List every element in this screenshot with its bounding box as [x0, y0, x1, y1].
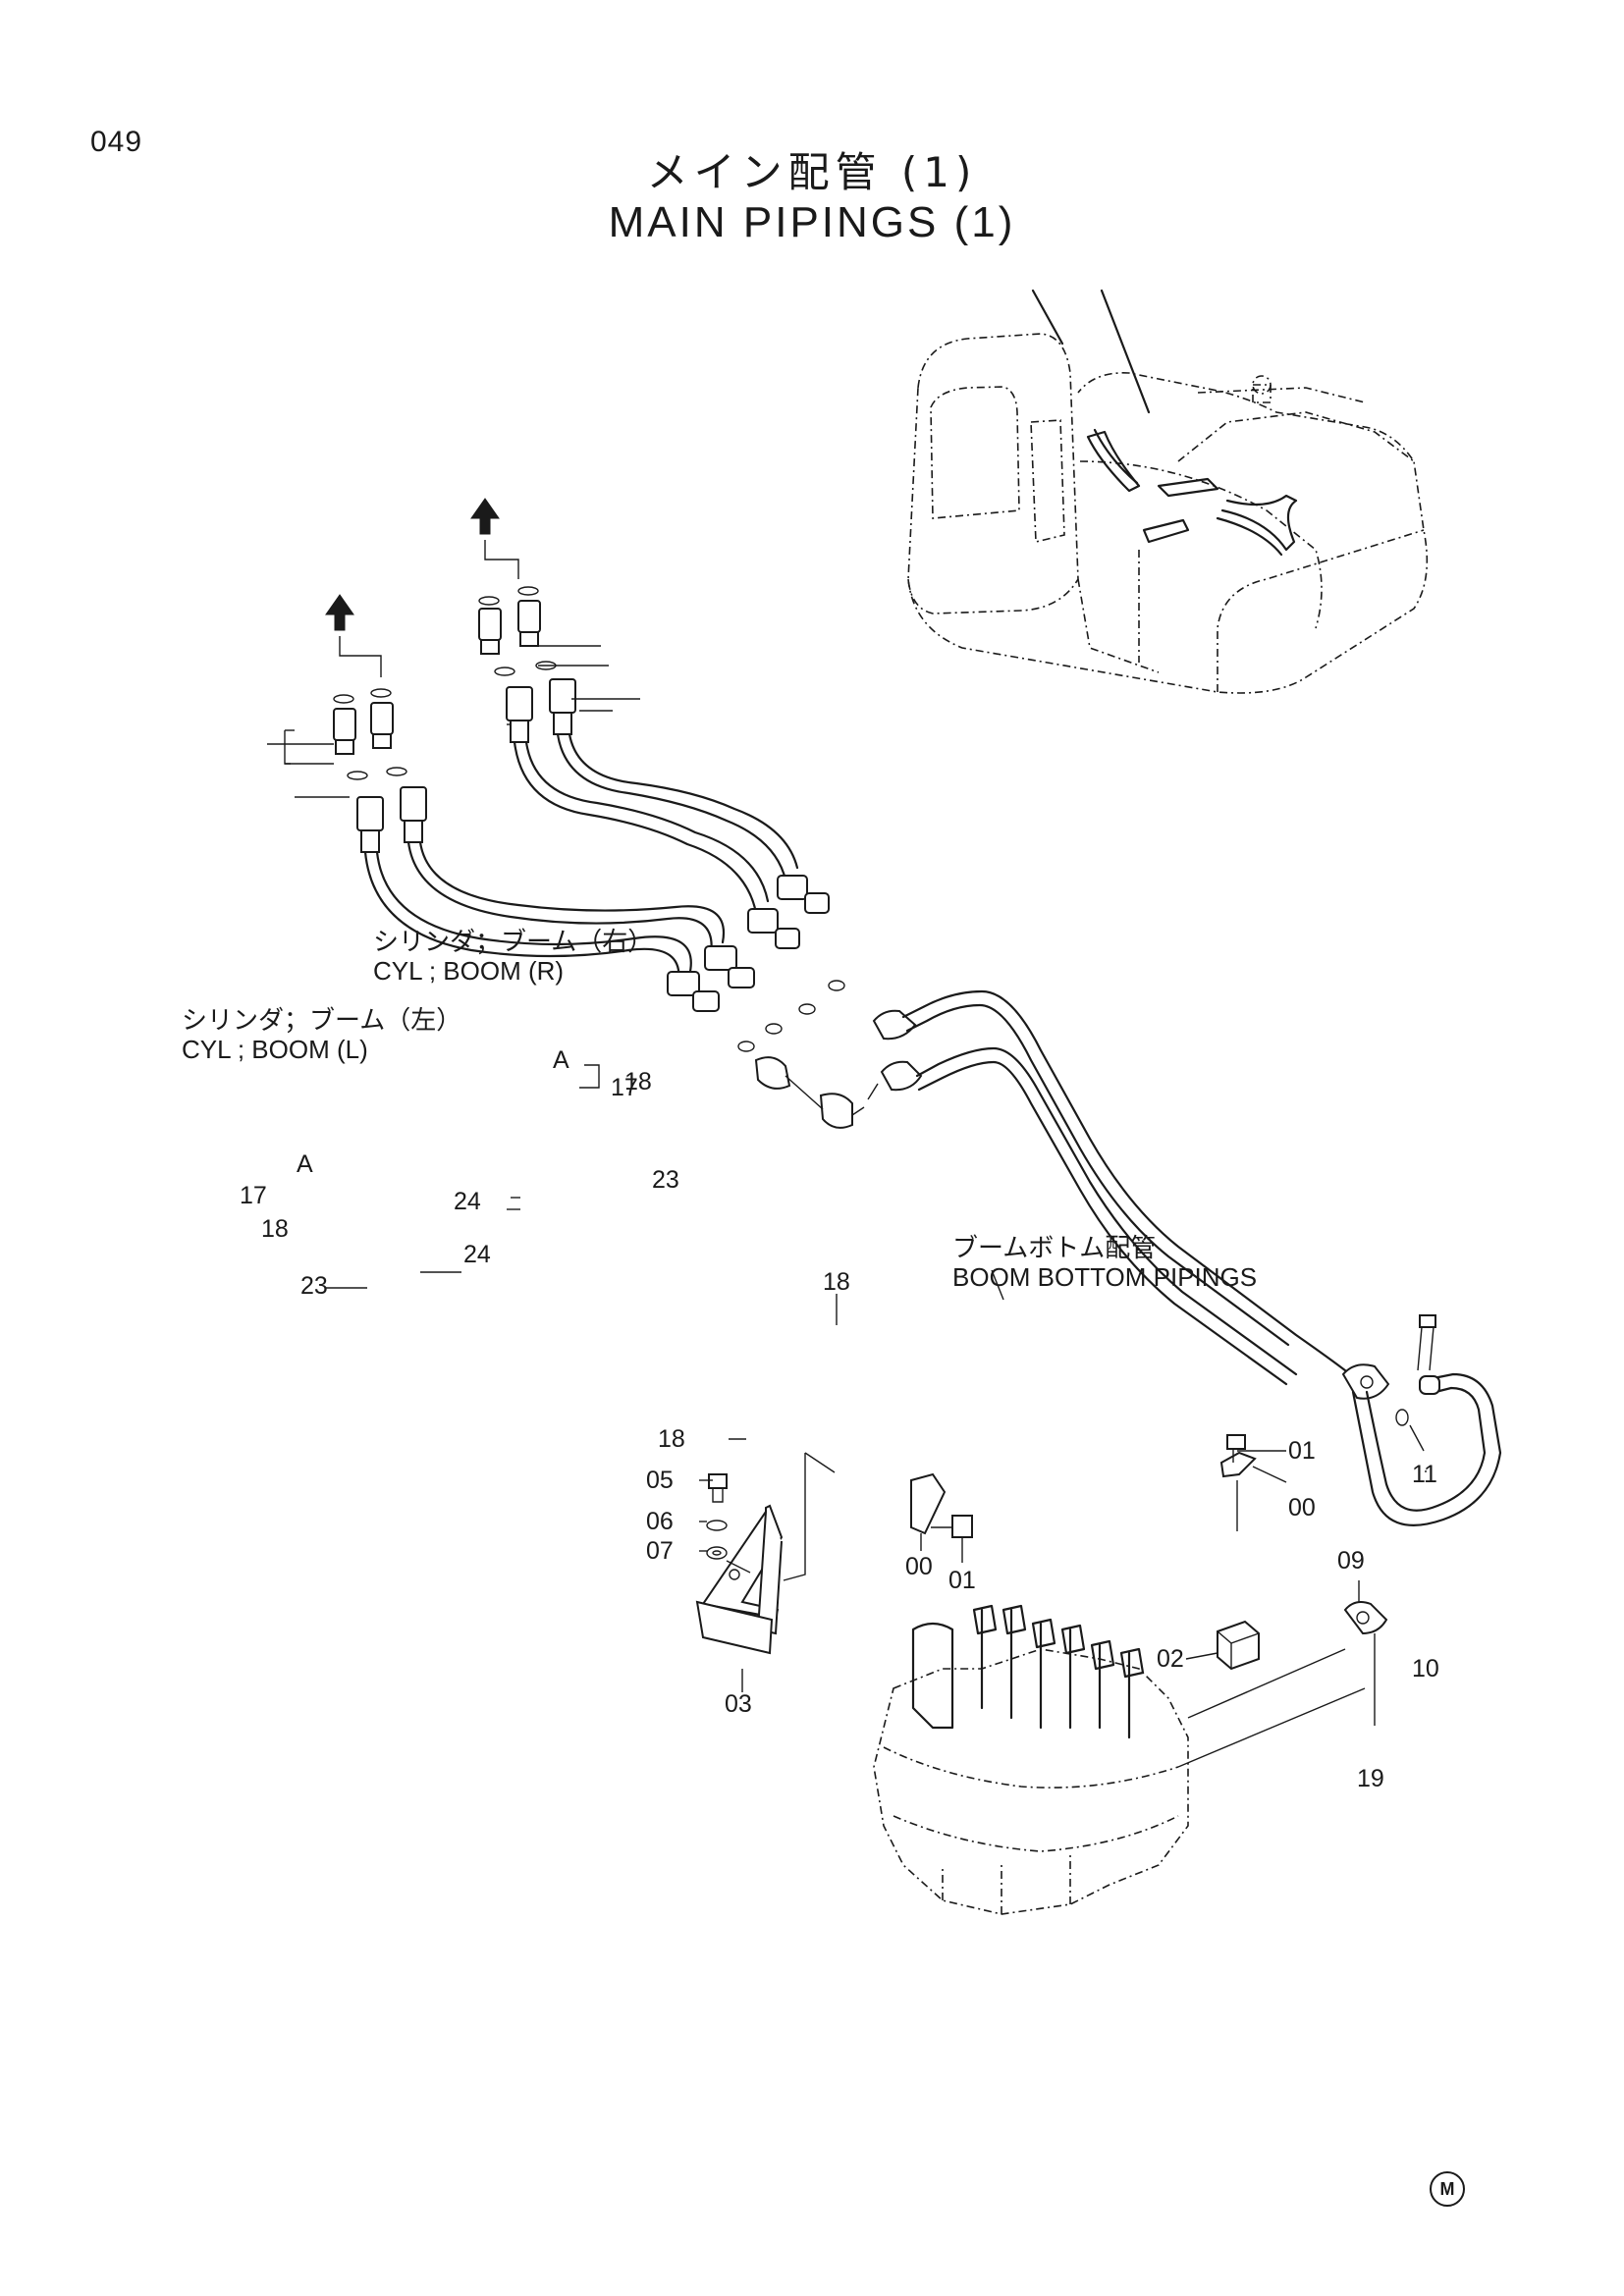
part-number-18-middle: 18: [823, 1268, 850, 1296]
part-number-05: 05: [646, 1467, 674, 1494]
part-number-18-right: 18: [624, 1068, 652, 1095]
page-title-english: MAIN PIPINGS (1): [608, 198, 1016, 246]
part-number-02: 02: [1157, 1645, 1184, 1673]
view-label-a-left: A: [297, 1150, 313, 1178]
callout-boom-l-en: CYL ; BOOM (L): [182, 1035, 368, 1064]
part-number-00-right: 00: [1288, 1494, 1316, 1522]
callout-boom-l: シリンダ；ブーム（左） CYL ; BOOM (L): [182, 1005, 461, 1064]
excavator-overview-illustration: [907, 289, 1429, 694]
part-number-00-left: 00: [905, 1553, 933, 1580]
part-number-23-right: 23: [652, 1166, 679, 1194]
callout-boom-bottom: ブームボトム配管 BOOM BOTTOM PIPINGS: [952, 1233, 1257, 1292]
control-valve-block: [873, 1604, 1366, 1915]
callout-boom-bottom-jp: ブームボトム配管: [952, 1233, 1157, 1262]
page-title-japanese: メイン配管 (1): [646, 148, 978, 196]
callout-boom-bottom-en: BOOM BOTTOM PIPINGS: [952, 1262, 1258, 1292]
part-number-24-left: 24: [463, 1241, 491, 1268]
callout-boom-l-jp: シリンダ；ブーム（左）: [182, 1005, 462, 1035]
part-number-03: 03: [725, 1690, 752, 1718]
part-number-09: 09: [1337, 1547, 1365, 1575]
part-number-01-left: 01: [948, 1567, 976, 1594]
part-number-01-right: 01: [1288, 1437, 1316, 1465]
part-number-10: 10: [1412, 1655, 1439, 1682]
callout-boom-r: シリンダ；ブーム（右） CYL ; BOOM (R): [373, 927, 653, 986]
callout-boom-r-en: CYL ; BOOM (R): [373, 956, 565, 986]
maker-mark: M: [1430, 2171, 1465, 2207]
part-number-23-left: 23: [300, 1272, 328, 1300]
part-number-17-left: 17: [240, 1182, 267, 1209]
part-number-11: 11: [1412, 1461, 1437, 1488]
part-number-18-lower: 18: [658, 1425, 685, 1453]
boom-r-hose-assembly: [470, 498, 830, 1089]
part-number-07: 07: [646, 1537, 674, 1565]
bracket-and-fasteners: [695, 1434, 1388, 1692]
part-number-19: 19: [1357, 1765, 1384, 1792]
boom-bottom-pipe-assembly: [737, 980, 1502, 1526]
part-number-06: 06: [646, 1508, 674, 1535]
view-label-a-right: A: [553, 1046, 569, 1074]
callout-boom-r-jp: シリンダ；ブーム（右）: [373, 927, 654, 956]
part-number-24-right: 24: [454, 1188, 481, 1215]
callout-leader-lines: [267, 645, 1427, 1726]
page-number: 049: [90, 126, 143, 158]
part-number-17-right: 17: [611, 1074, 638, 1101]
part-number-18-left: 18: [261, 1215, 289, 1243]
